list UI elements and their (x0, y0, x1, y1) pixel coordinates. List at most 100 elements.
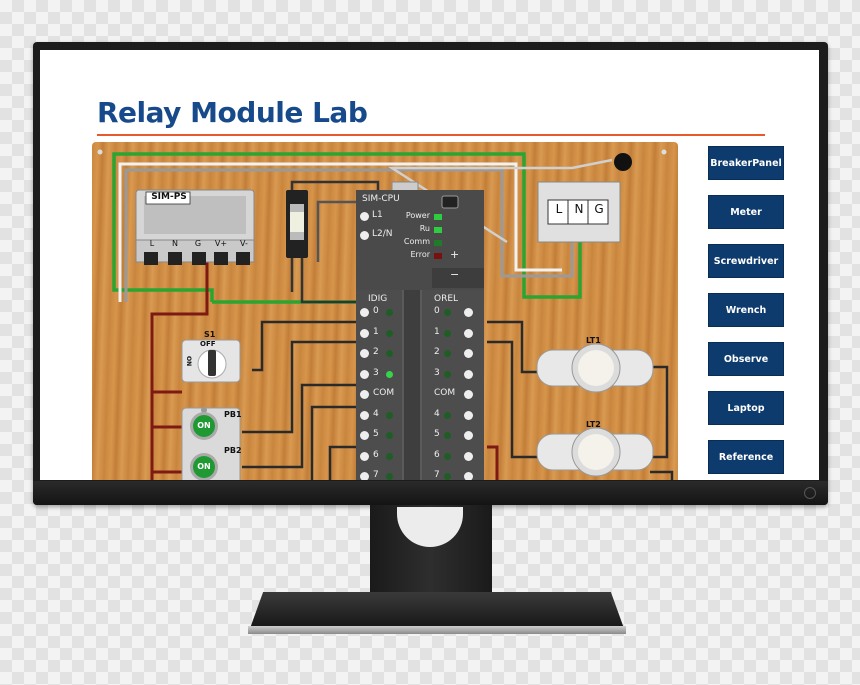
power-supply-label: SIM-PS (151, 192, 187, 202)
ps-terminal-label: L (149, 239, 155, 248)
pb1-button[interactable]: ON (197, 421, 211, 430)
input_module-terminal-screw[interactable] (360, 328, 369, 338)
input_module-terminal-label: 5 (373, 429, 379, 439)
output_module-terminal-screw[interactable] (464, 451, 473, 461)
pb2-button[interactable]: ON (197, 462, 211, 471)
output_module-terminal-screw[interactable] (464, 328, 473, 338)
cpu-led-indicator (434, 227, 442, 233)
input_module-terminal-screw[interactable] (360, 308, 369, 317)
input_module-status-led (386, 309, 393, 316)
wire-red (487, 445, 499, 480)
pilot-light-lt1[interactable] (536, 343, 654, 393)
input_module-terminal-screw[interactable] (360, 431, 369, 440)
cpu-led-indicator (434, 214, 442, 220)
output_module-status-led (444, 473, 451, 480)
output_module-terminal-label: 6 (434, 449, 440, 460)
cpu-plus-terminal: + (450, 248, 460, 261)
title-underline (97, 134, 765, 136)
tool-button-observe[interactable]: Observe (708, 342, 784, 376)
cpu-led-label: Power (405, 211, 430, 220)
pilot-light-lt2[interactable] (536, 427, 654, 477)
stand-base-edge (248, 626, 626, 634)
tool-button-text: Meter (730, 206, 762, 218)
tool-button-reference[interactable]: Reference (708, 440, 784, 474)
input_module-terminal-label: 6 (373, 449, 379, 460)
output_module-status-led (444, 350, 451, 357)
fuse-holder[interactable] (286, 190, 308, 258)
input_module-terminal-label: 7 (373, 470, 379, 480)
switch-on-label: ON (185, 356, 192, 367)
output_module-terminal-label: 2 (434, 347, 440, 357)
switch-off-label: OFF (200, 340, 216, 348)
wire-green (112, 152, 582, 302)
output_module-status-led (444, 309, 451, 316)
tool-button-meter[interactable]: Meter (708, 195, 784, 229)
ps-terminal-label: N (172, 239, 178, 248)
output-module-label: OREL (434, 294, 459, 304)
output_module-terminal-screw[interactable] (464, 410, 473, 420)
tool-button-text: Breaker (710, 157, 753, 169)
selector-switch[interactable] (181, 339, 241, 383)
page-title: Relay Module Lab (97, 96, 368, 129)
tool-button-text: Panel (752, 157, 782, 169)
wire-black (252, 320, 370, 372)
terminal-block-label: L (555, 202, 563, 216)
input_module-terminal-label: 4 (373, 408, 379, 419)
input_module-status-led (386, 350, 393, 357)
cpu-module[interactable] (356, 181, 484, 290)
power-supply[interactable] (135, 189, 255, 265)
terminal-block[interactable] (537, 181, 621, 243)
cpu-terminal-screw[interactable] (360, 231, 369, 240)
tool-button-wrench[interactable]: Wrench (708, 293, 784, 327)
tool-button-text: Reference (718, 451, 774, 463)
tool-button-laptop[interactable]: Laptop (708, 391, 784, 425)
cpu-terminal-label: L2/N (372, 229, 393, 239)
input_module-terminal-screw[interactable] (360, 472, 369, 480)
wire-black (487, 320, 537, 374)
input_module-status-led (386, 329, 393, 337)
input_module-terminal-screw[interactable] (360, 451, 369, 461)
wire-black (487, 340, 537, 459)
output_module-terminal-label: 0 (434, 306, 440, 316)
output_module-status-led (444, 370, 451, 378)
output_module-terminal-screw[interactable] (464, 472, 473, 480)
monitor-bezel-chin (33, 481, 828, 505)
wire-gray (124, 168, 574, 302)
wire-red (152, 390, 182, 474)
wire-red (150, 262, 209, 480)
cpu-led-label: Ru (419, 224, 430, 233)
tool-button-text: Observe (723, 353, 769, 365)
output_module-terminal-screw[interactable] (464, 390, 473, 399)
terminal-block-label: G (594, 202, 604, 216)
cable-grommet (614, 153, 632, 171)
tool-button-screwdriver[interactable]: Screwdriver (708, 244, 784, 278)
output_module-terminal-screw[interactable] (464, 369, 473, 379)
output_module-terminal-screw[interactable] (464, 431, 473, 440)
input_module-terminal-screw[interactable] (360, 410, 369, 420)
output_module-status-led (444, 452, 451, 460)
input_module-terminal-screw[interactable] (360, 369, 369, 379)
wire-white (118, 162, 562, 302)
power-button-icon[interactable] (804, 487, 816, 499)
pb1-label: PB1 (224, 410, 242, 419)
output_module-terminal-screw[interactable] (464, 349, 473, 358)
input-module-label: IDIG (368, 294, 388, 304)
io-rack (356, 290, 484, 480)
input_module-terminal-screw[interactable] (360, 390, 369, 399)
screen: Relay Module Lab (40, 50, 819, 480)
output_module-terminal-screw[interactable] (464, 308, 473, 317)
cpu-terminal-screw[interactable] (360, 212, 369, 221)
input_module-status-led (386, 411, 393, 419)
input_module-terminal-screw[interactable] (360, 349, 369, 358)
input_module-terminal-label: 2 (373, 347, 379, 357)
board-screw (661, 149, 667, 155)
monitor: Relay Module Lab (33, 42, 828, 505)
ps-terminal-label: V- (240, 239, 248, 248)
cpu-led-label: Comm (403, 237, 430, 246)
cpu-led-indicator (434, 240, 442, 246)
output_module-status-led (444, 432, 451, 439)
cpu-led-label: Error (410, 250, 431, 259)
